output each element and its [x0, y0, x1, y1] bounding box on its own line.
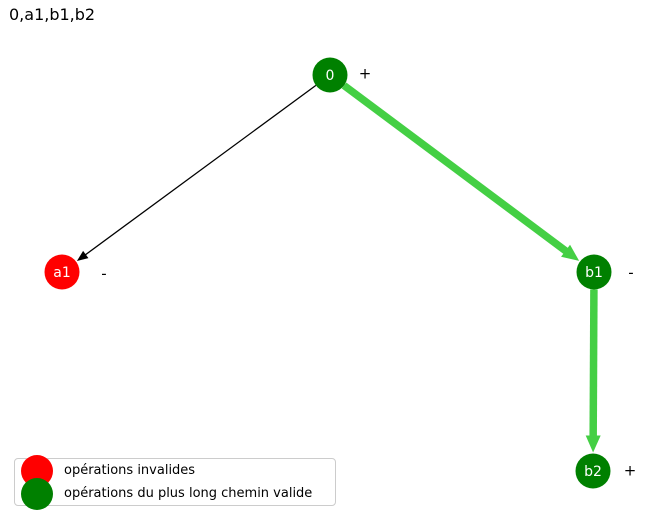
sign-label-a1: -: [101, 264, 106, 282]
arrowhead-icon-b1-b2: [585, 435, 601, 453]
legend-marker-valid-icon: [21, 477, 53, 510]
legend: opérations invalides opérations du plus …: [14, 454, 336, 510]
node-label-a1: a1: [53, 265, 71, 281]
legend-item-valid-path: opérations du plus long chemin valide: [21, 477, 312, 510]
figure-title: 0,a1,b1,b2: [9, 5, 96, 24]
node-label-b1: b1: [585, 265, 603, 281]
sign-label-b2: +: [624, 461, 637, 479]
node-a1: [44, 254, 80, 290]
sign-label-b1: -: [628, 263, 633, 281]
node-label-0: 0: [326, 68, 335, 84]
node-b2: [575, 453, 611, 489]
edge-0-b1: [341, 82, 570, 255]
node-0: [312, 57, 348, 93]
edge-b1-b2: [589, 289, 598, 438]
edge-0-a1: [83, 84, 317, 257]
legend-label-valid-path: opérations du plus long chemin valide: [64, 486, 313, 501]
legend-label-invalid: opérations invalides: [64, 463, 196, 478]
node-b1: [576, 254, 612, 290]
sign-label-0: +: [359, 64, 372, 82]
arrowhead-icon-0-a1: [76, 250, 89, 262]
node-label-b2: b2: [584, 464, 602, 480]
arrowhead-icon-0-b1: [561, 244, 580, 261]
